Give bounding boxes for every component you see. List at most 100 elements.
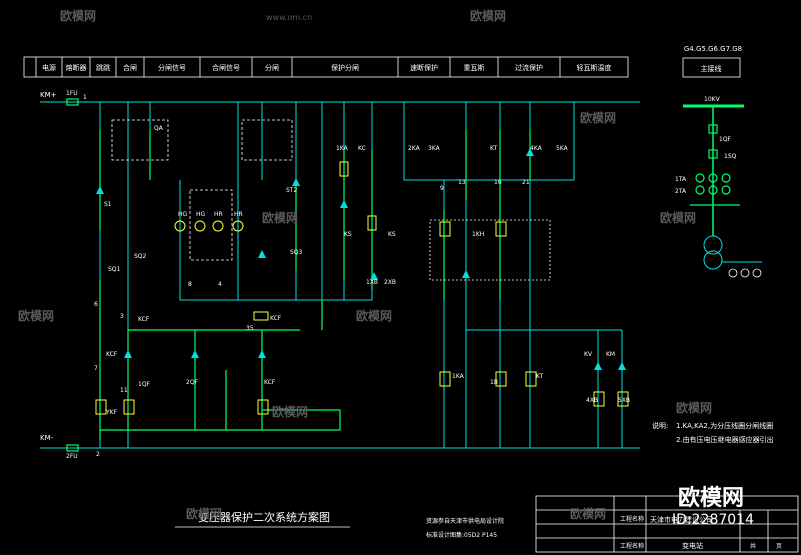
node-1: 1 bbox=[83, 94, 87, 101]
label-kcf4: KCF bbox=[264, 379, 276, 386]
dc-bus bbox=[40, 98, 640, 452]
indicator-lamps bbox=[174, 220, 244, 232]
label-xb4: 4XB bbox=[586, 397, 598, 404]
label-sq3: SQ3 bbox=[290, 249, 303, 256]
label-s1: S1 bbox=[104, 201, 112, 208]
header-col-jump: 跳跳 bbox=[96, 63, 110, 72]
label-qf1: 1QF bbox=[138, 381, 151, 388]
label-hg2: HG bbox=[196, 211, 206, 218]
control-circuits bbox=[99, 130, 531, 440]
label-ka1: 1KA bbox=[336, 145, 349, 152]
main-wiring-box bbox=[682, 57, 741, 78]
header-col-heavy-gas: 重瓦斯 bbox=[464, 63, 485, 72]
label-kh: 1KH bbox=[472, 231, 484, 238]
label-sq1: SQ1 bbox=[108, 266, 121, 273]
relay-boxes bbox=[111, 119, 551, 281]
header-col-fast-break: 速断保护 bbox=[410, 63, 438, 72]
watermark-brand: 欧模网 bbox=[18, 308, 54, 323]
label-k1: 1KA bbox=[452, 373, 465, 380]
watermark-brand: 欧模网 bbox=[470, 8, 506, 23]
drawing-title: 变压器保护二次系统方案图 bbox=[198, 510, 330, 524]
label-hr: HR bbox=[214, 211, 223, 218]
watermark-brand: 欧模网 bbox=[570, 506, 606, 521]
label-ks2: KS bbox=[388, 231, 396, 238]
watermark-brand: 欧模网 bbox=[580, 110, 616, 125]
title-block-label-3: 工程名称 bbox=[620, 542, 644, 550]
label-node-13: 13 bbox=[458, 179, 466, 186]
label-node-35: 35 bbox=[246, 325, 254, 332]
label-xb5: 5XB bbox=[618, 397, 630, 404]
title-block-company: 天津市电力建设公司 bbox=[650, 515, 713, 524]
watermark-id: ID:2287014 bbox=[672, 512, 754, 528]
label-kt2: 1B bbox=[490, 379, 498, 386]
main-wiring-label: 主接线 bbox=[701, 64, 722, 73]
notes-line-2: 2.由有压电压继电器感应器引出 bbox=[676, 435, 774, 444]
watermark-brand: 欧模网 bbox=[262, 210, 298, 225]
label-node-9: 9 bbox=[440, 185, 444, 192]
label-ka2: 2KA bbox=[408, 145, 421, 152]
bus-minus-label: KM- bbox=[40, 434, 54, 442]
cabinet-ids: G4.G5.G6.G7.G8 bbox=[684, 45, 742, 53]
main-ct-label: 1SQ bbox=[724, 153, 737, 160]
node-2: 2 bbox=[96, 451, 100, 458]
header-col-light-gas: 轻瓦斯温度 bbox=[577, 63, 612, 72]
label-ks: KS bbox=[344, 231, 352, 238]
label-xb2: 2XB bbox=[384, 279, 396, 286]
title-block-sheet: 共 bbox=[750, 542, 756, 550]
bus-plus-label: KM+ bbox=[40, 91, 57, 99]
main-wiring-diagram bbox=[683, 104, 762, 278]
label-node-6: 6 bbox=[94, 301, 98, 308]
watermark-brand: 欧模网 bbox=[272, 404, 308, 419]
watermark-brand: 欧模网 bbox=[676, 400, 712, 415]
coils bbox=[95, 161, 629, 415]
watermark-brand: 欧模网 bbox=[356, 308, 392, 323]
label-kcf3: KCF bbox=[270, 315, 282, 322]
label-sq2: SQ2 bbox=[134, 253, 147, 260]
label-kcf2: KCF bbox=[106, 351, 118, 358]
label-hg: HG bbox=[178, 211, 188, 218]
label-ka3: 3KA bbox=[428, 145, 441, 152]
reference-line-1: 资源参自天津市供电局设计院 bbox=[426, 517, 504, 525]
watermark-url: www.om.cn bbox=[266, 13, 312, 22]
label-kcf: KCF bbox=[138, 316, 150, 323]
ct-b-label: 2TA bbox=[675, 188, 687, 195]
header-col-fuse: 熔断器 bbox=[66, 63, 87, 72]
title-block-label-1: 工程名称 bbox=[620, 515, 644, 523]
label-xb1: 1XB bbox=[366, 279, 378, 286]
label-kv: KV bbox=[584, 351, 593, 358]
header-col-open: 分闸 bbox=[265, 63, 279, 72]
title-block bbox=[535, 495, 799, 553]
ct-a-label: 1TA bbox=[675, 176, 687, 183]
label-kt3: KT bbox=[536, 373, 543, 380]
label-st2: ST2 bbox=[286, 187, 297, 194]
header-col-overcurrent: 过流保护 bbox=[515, 63, 543, 72]
header-col-close: 合闸 bbox=[123, 63, 137, 72]
label-node-7: 7 bbox=[94, 365, 98, 372]
main-breaker-label: 1QF bbox=[719, 136, 732, 143]
voltage-label: 10KV bbox=[704, 96, 721, 103]
header-table bbox=[23, 56, 629, 78]
watermark-brand: 欧模网 bbox=[660, 210, 696, 225]
label-ka4: 4KA bbox=[530, 145, 543, 152]
label-ykf: YKF bbox=[105, 409, 118, 416]
watermark-logo: 欧模网 bbox=[678, 485, 744, 511]
branch-wires bbox=[99, 102, 623, 448]
header-col-power: 电源 bbox=[42, 63, 56, 72]
notes-line-1: 1.KA,KA2,为分压线圈分闸线圈 bbox=[676, 421, 773, 430]
title-block-page: 页 bbox=[776, 543, 782, 550]
label-ka5: 5KA bbox=[556, 145, 569, 152]
label-node-8: 8 bbox=[188, 281, 192, 288]
header-col-close-signal: 合闸信号 bbox=[212, 63, 240, 72]
fuse-top-label: 1FU bbox=[66, 90, 78, 97]
label-node-3: 3 bbox=[120, 313, 124, 320]
label-ga: QA bbox=[154, 125, 164, 132]
label-qf2: 2QF bbox=[186, 379, 199, 386]
watermark-brand: 欧模网 bbox=[186, 506, 222, 521]
notes-header: 说明: bbox=[652, 421, 668, 430]
terminal-arrows bbox=[96, 148, 626, 370]
reference-line-2: 标准设计图集:05D2 P145 bbox=[426, 531, 497, 539]
label-node-4: 4 bbox=[218, 281, 222, 288]
label-node-21: 21 bbox=[522, 179, 530, 186]
